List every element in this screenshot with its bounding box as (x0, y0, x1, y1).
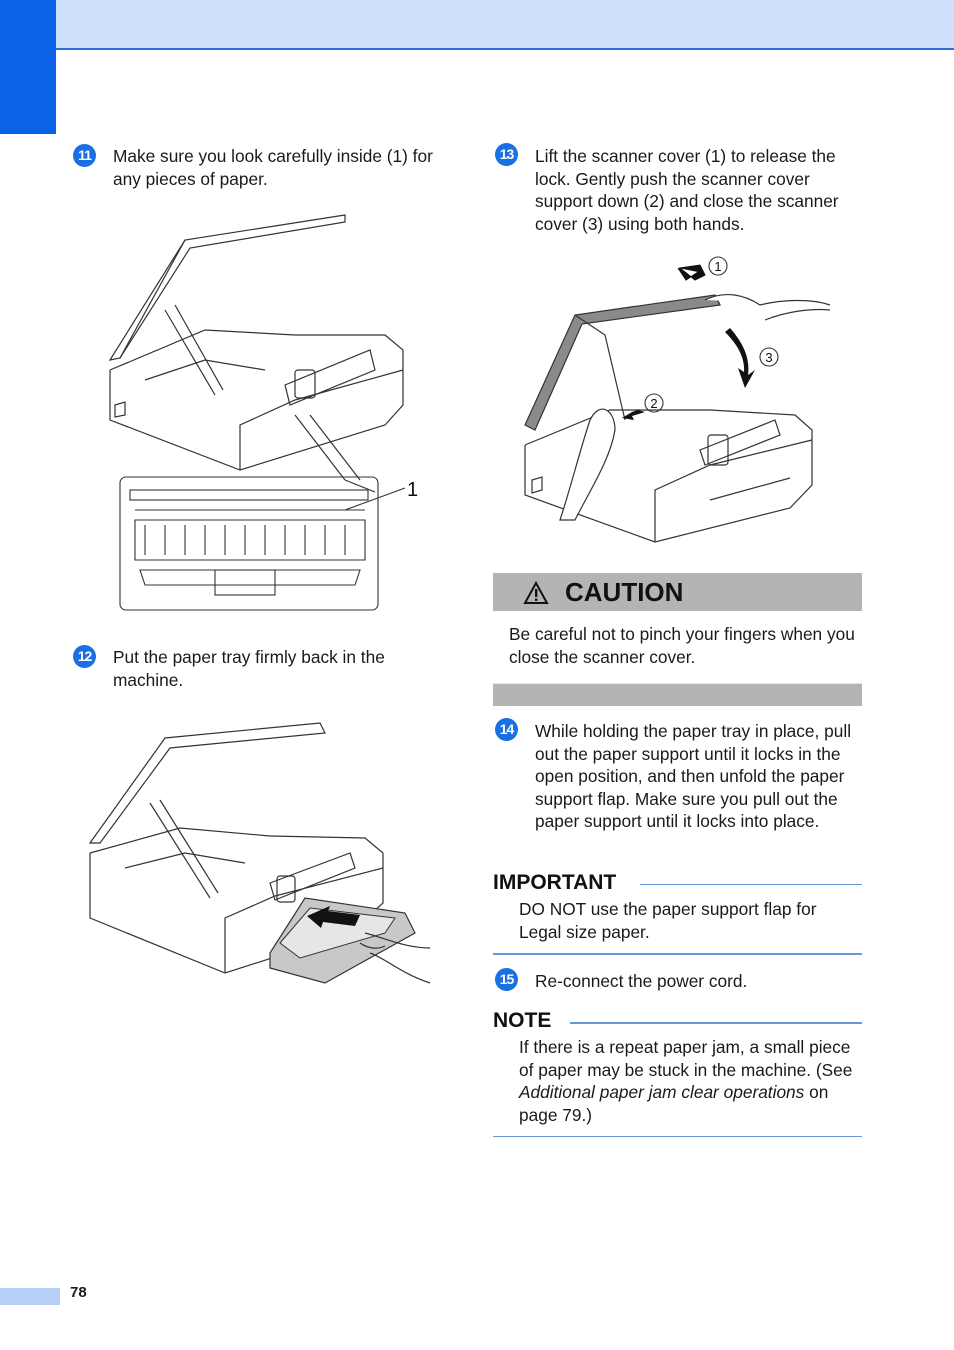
important-heading-rule (640, 884, 862, 885)
note-text: If there is a repeat paper jam, a small … (519, 1036, 861, 1126)
note-heading: NOTE (493, 1009, 552, 1032)
callout-2: 2 (650, 396, 657, 411)
close-scanner-cover-illustration: 1 3 2 (524, 256, 831, 543)
printer-interior-illustration: 1 (108, 214, 418, 611)
warning-triangle-icon (523, 581, 549, 604)
callout-1: 1 (714, 259, 721, 274)
caution-banner: CAUTION (493, 573, 862, 611)
chapter-tab (0, 0, 56, 134)
note-cross-reference: Additional paper jam clear operations (519, 1082, 805, 1102)
caution-end-bar (493, 683, 862, 706)
caution-text: Be careful not to pinch your fingers whe… (509, 624, 855, 667)
page-number-tab (0, 1288, 60, 1305)
step-number-14: 14 (495, 718, 518, 741)
step-number-13: 13 (495, 143, 518, 166)
step-12-text: Put the paper tray firmly back in the ma… (113, 647, 385, 690)
callout-3: 3 (765, 350, 772, 365)
step-number-12: 12 (73, 645, 96, 668)
figure-1-callout: 1 (407, 479, 418, 501)
important-heading: IMPORTANT (493, 871, 617, 894)
note-heading-rule (570, 1022, 862, 1024)
note-text-prefix: If there is a repeat paper jam, a small … (519, 1037, 853, 1080)
step-number-11: 11 (73, 144, 96, 167)
step-15-text: Re-connect the power cord. (535, 971, 748, 991)
note-end-rule (493, 1136, 862, 1137)
header-band (56, 0, 954, 50)
step-number-15: 15 (495, 968, 518, 991)
caution-title: CAUTION (565, 577, 684, 607)
paper-tray-insert-illustration (88, 722, 431, 984)
note-text-suffix: on page 79.) (519, 1082, 829, 1125)
step-11-text: Make sure you look carefully inside (1) … (113, 146, 433, 189)
page-number: 78 (70, 1284, 87, 1301)
step-13-text: Lift the scanner cover (1) to release th… (535, 146, 839, 234)
step-14-text: While holding the paper tray in place, p… (535, 721, 852, 831)
important-end-rule (493, 953, 862, 955)
important-text: DO NOT use the paper support flap for Le… (519, 899, 817, 942)
